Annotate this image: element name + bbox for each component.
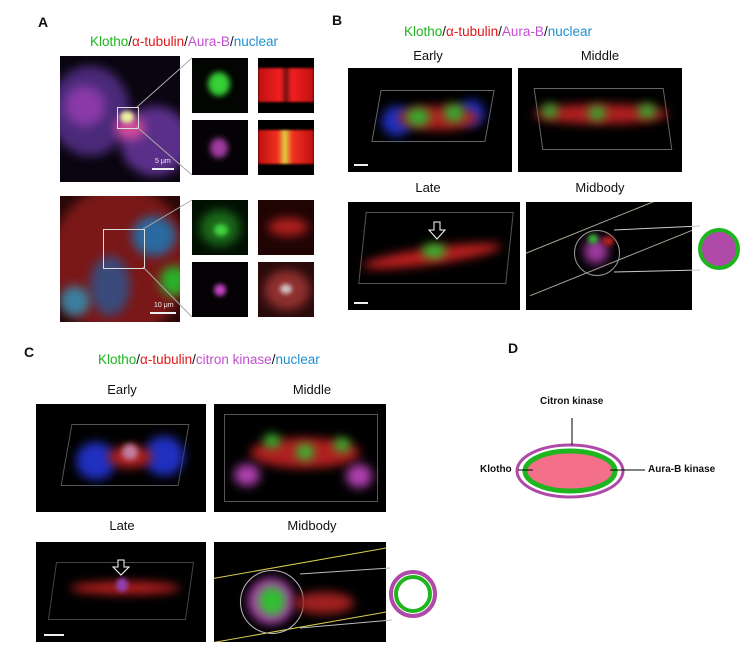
legend-nuclear: nuclear xyxy=(275,352,320,367)
panel-b-legend: Klotho/α-tubulin/Aura-B/nuclear xyxy=(404,24,592,39)
panel-a-top-image: 5 μm xyxy=(60,56,180,182)
label-midbody: Midbody xyxy=(287,518,337,533)
panel-c-early-image xyxy=(36,404,206,512)
inset-a-bottom-aura xyxy=(192,262,248,317)
panel-c-middle-image xyxy=(214,404,386,512)
inset-a-top-tubulin xyxy=(258,58,314,113)
label-aura-b-kinase: Aura-B kinase xyxy=(648,464,716,475)
legend-tubulin: α-tubulin xyxy=(446,24,499,39)
legend-nuclear: nuclear xyxy=(233,34,278,49)
legend-klotho: Klotho xyxy=(404,24,443,39)
panel-a-bottom-image: 10 μm xyxy=(60,196,180,322)
panel-b-early-image xyxy=(348,68,512,172)
panel-c-late-image xyxy=(36,542,206,642)
panel-b-late-image xyxy=(348,202,520,310)
inset-a-bottom-klotho xyxy=(192,200,248,255)
inset-a-bottom-tubulin xyxy=(258,200,314,255)
label-middle: Middle xyxy=(580,48,620,63)
legend-nuclear: nuclear xyxy=(547,24,592,39)
label-late: Late xyxy=(415,180,441,195)
legend-klotho: Klotho xyxy=(98,352,137,367)
inset-a-top-merge xyxy=(258,120,314,175)
legend-klotho: Klotho xyxy=(90,34,129,49)
panel-a-letter: A xyxy=(38,14,49,30)
legend-tubulin: α-tubulin xyxy=(132,34,185,49)
inset-a-bottom-merge xyxy=(258,262,314,317)
zoom-box-a-bottom xyxy=(103,229,145,269)
label-middle: Middle xyxy=(292,382,332,397)
label-late: Late xyxy=(109,518,135,533)
legend-aura: Aura-B xyxy=(501,24,544,39)
panel-d-letter: D xyxy=(508,340,519,356)
panel-b-middle-image xyxy=(518,68,682,172)
zoom-box-a-top xyxy=(117,107,139,129)
legend-aura: Aura-B xyxy=(187,34,230,49)
panel-b-midbody-image xyxy=(526,202,692,310)
scale-label: 10 μm xyxy=(154,302,174,309)
panel-b-letter: B xyxy=(332,12,343,28)
panel-c-letter: C xyxy=(24,344,35,360)
panel-c-legend: Klotho/α-tubulin/citron kinase/nuclear xyxy=(98,352,320,367)
label-early: Early xyxy=(107,382,137,397)
label-citron-kinase: Citron kinase xyxy=(540,396,604,407)
label-klotho: Klotho xyxy=(480,464,512,475)
legend-citron: citron kinase xyxy=(195,352,272,367)
inset-a-top-klotho xyxy=(192,58,248,113)
legend-tubulin: α-tubulin xyxy=(140,352,193,367)
inset-a-top-aura xyxy=(192,120,248,175)
panel-c-midbody-image xyxy=(214,542,386,642)
panel-a-legend: Klotho/α-tubulin/Aura-B/nuclear xyxy=(90,34,278,49)
scale-label: 5 μm xyxy=(155,158,171,165)
label-early: Early xyxy=(413,48,443,63)
label-midbody: Midbody xyxy=(575,180,625,195)
